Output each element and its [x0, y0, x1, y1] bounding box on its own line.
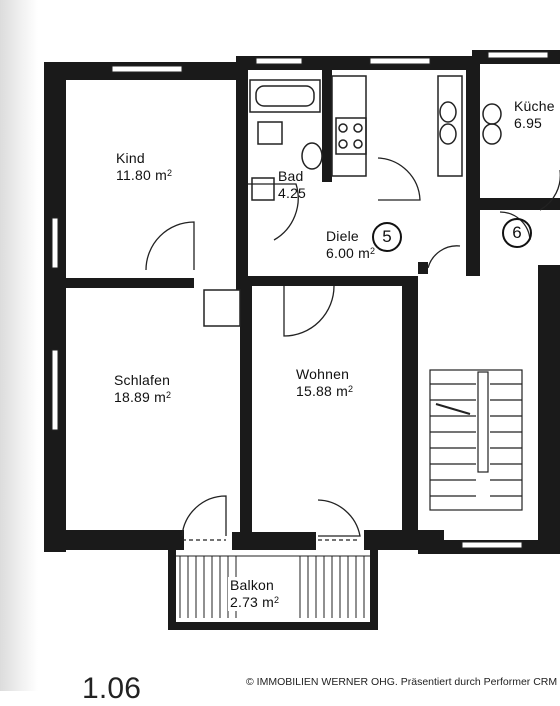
wall-balkon-right — [370, 546, 378, 630]
door-kueche — [539, 170, 560, 211]
door-kitchen — [377, 157, 421, 201]
room-label-bad: Bad 4.25 — [278, 168, 306, 202]
floor-plan — [44, 50, 560, 630]
window-kueche — [487, 51, 549, 59]
paper-edge-shadow — [0, 0, 38, 691]
door-kind — [145, 221, 195, 271]
room-name: Kind — [116, 150, 145, 166]
unit-marker-5: 5 — [372, 222, 402, 252]
room-area: 15.88 m — [296, 383, 348, 399]
copyright-notice: © IMMOBILIEN WERNER OHG. Präsentiert dur… — [246, 676, 558, 688]
door-wohnen — [283, 285, 335, 337]
window-stair — [461, 541, 523, 549]
room-name: Wohnen — [296, 366, 350, 382]
window-bad — [255, 57, 303, 65]
room-area: 11.80 m — [116, 167, 167, 183]
doors — [145, 157, 560, 541]
room-label-wohnen: Wohnen 15.88 m2 — [296, 366, 353, 400]
unit-marker-6: 6 — [502, 218, 532, 248]
bad-cabinet — [251, 177, 275, 201]
window-kind — [111, 65, 183, 73]
area-unit-exponent: 2 — [274, 595, 280, 605]
windows — [51, 51, 549, 549]
area-unit-exponent: 2 — [166, 168, 173, 178]
wall-kind-right — [236, 70, 248, 290]
stair-outline — [429, 369, 523, 511]
wall-wohnen-right — [402, 276, 418, 540]
room-area: 6.95 — [514, 115, 543, 131]
area-unit-exponent: 2 — [370, 246, 376, 256]
stove — [335, 117, 367, 155]
room-area: 6.00 m — [326, 245, 370, 261]
room-area: 18.89 m — [114, 389, 166, 405]
door-wohnen-balkon — [317, 499, 361, 537]
room-name: Küche — [514, 98, 555, 114]
wall-stair-right — [538, 265, 560, 545]
wall-balkon-left — [168, 546, 176, 630]
diele-cabinet — [203, 289, 241, 327]
room-label-balkon: Balkon 2.73 m2 — [228, 577, 282, 611]
washbasin — [257, 121, 283, 145]
room-label-diele: Diele 6.00 m2 — [326, 228, 375, 262]
window-left-1 — [51, 217, 59, 269]
area-unit-exponent: 2 — [348, 384, 354, 394]
bathtub — [249, 79, 321, 113]
wall-bad-right — [322, 64, 332, 182]
room-name: Schlafen — [114, 372, 171, 388]
room-name: Bad — [278, 168, 304, 184]
window-kitchen — [369, 57, 431, 65]
room-area: 2.73 m — [230, 594, 274, 610]
toilet — [301, 142, 323, 170]
wall-schlafen-wohnen — [240, 286, 252, 536]
kueche-sink — [482, 103, 502, 125]
door-bad — [248, 183, 299, 241]
kitchen-sink — [437, 75, 463, 177]
room-area: 4.25 — [278, 185, 307, 201]
wall-diele-bottom — [248, 276, 418, 286]
wall-balkon-bottom — [168, 622, 378, 630]
window-left-2 — [51, 349, 59, 431]
room-name: Balkon — [230, 577, 275, 593]
room-label-schlafen: Schlafen 18.89 m2 — [114, 372, 171, 406]
door-diele-stair — [427, 245, 461, 269]
room-name: Diele — [326, 228, 359, 244]
room-label-kind: Kind 11.80 m2 — [116, 150, 172, 184]
partial-number: 1.06 — [82, 672, 142, 705]
wall-kitchen-divider — [466, 56, 480, 276]
wall-bottom-left — [44, 530, 184, 550]
door-schlafen-balkon — [181, 495, 227, 537]
room-label-kueche: Küche 6.95 — [514, 98, 555, 132]
wall-kind-bottom — [66, 278, 194, 288]
staircase — [429, 369, 523, 511]
fixtures — [203, 75, 502, 327]
kitchen-counter — [331, 75, 367, 177]
area-unit-exponent: 2 — [166, 390, 172, 400]
wall-bottom-mid — [232, 532, 316, 550]
wall-diele-stair — [418, 262, 428, 274]
bathtub-inner — [255, 85, 315, 107]
wall-left — [44, 62, 66, 552]
wall-kueche-bottom — [472, 198, 560, 210]
stair-handrail — [477, 371, 489, 473]
